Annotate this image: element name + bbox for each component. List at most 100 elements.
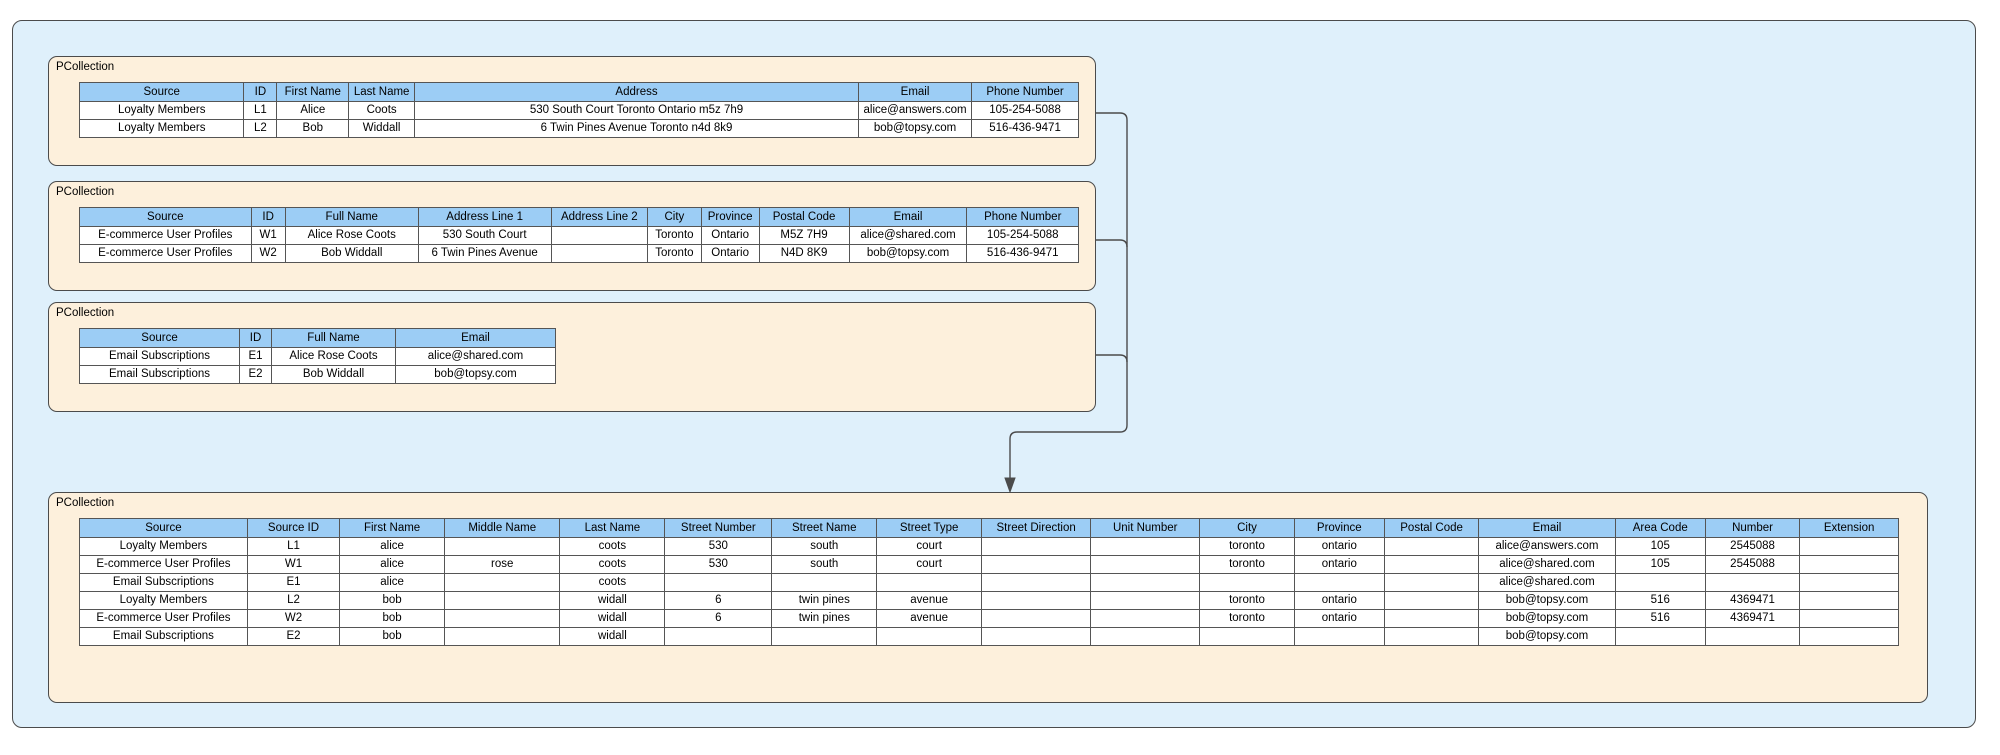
table-cell: alice@shared.com — [1478, 555, 1616, 574]
column-header: Street Type — [876, 518, 983, 538]
table-cell: ontario — [1293, 537, 1385, 556]
column-header: Address — [414, 82, 860, 102]
table-cell: court — [876, 555, 983, 574]
table-cell: 6 — [664, 609, 773, 628]
table-cell: 530 South Court — [417, 226, 552, 245]
table-cell: coots — [559, 537, 666, 556]
table-cell: alice@shared.com — [848, 226, 968, 245]
table-cell: Email Subscriptions — [79, 347, 240, 366]
table-cell — [1799, 591, 1899, 610]
table-cell — [444, 537, 561, 556]
table-cell: widall — [559, 627, 666, 646]
table-cell: E-commerce User Profiles — [79, 244, 252, 263]
table-cell: bob@topsy.com — [395, 365, 556, 384]
column-header: Full Name — [284, 207, 419, 227]
column-header: Email — [1478, 518, 1616, 538]
table-cell: Alice — [276, 101, 350, 120]
table-cell — [1090, 555, 1201, 574]
table-cell: 516 — [1614, 591, 1706, 610]
table-cell — [1199, 573, 1295, 592]
table-cell: L2 — [246, 591, 341, 610]
table-cell: L2 — [243, 119, 278, 138]
table-cell: Widdall — [348, 119, 416, 138]
table-cell: Email Subscriptions — [79, 627, 248, 646]
column-header: Source — [79, 328, 240, 348]
pcollection-label: PCollection — [56, 497, 115, 509]
table-cell: 530 — [664, 537, 773, 556]
table-cell: coots — [559, 555, 666, 574]
column-header: Street Direction — [981, 518, 1092, 538]
column-header: Province — [700, 207, 760, 227]
table-cell — [771, 573, 878, 592]
column-header: Address Line 2 — [550, 207, 649, 227]
table-cell: W2 — [246, 609, 341, 628]
table-cell: N4D 8K9 — [758, 244, 850, 263]
table-cell: ontario — [1293, 555, 1385, 574]
table-cell: 105 — [1614, 555, 1706, 574]
table-cell: coots — [559, 573, 666, 592]
table-cell — [1383, 609, 1480, 628]
table-cell: Bob Widdall — [284, 244, 419, 263]
table-cell — [1799, 537, 1899, 556]
table-cell: E2 — [246, 627, 341, 646]
table-cell: toronto — [1199, 591, 1295, 610]
table-cell: bob@topsy.com — [1478, 591, 1616, 610]
table-cell: alice@shared.com — [1478, 573, 1616, 592]
column-header: First Name — [276, 82, 350, 102]
table-cell: ontario — [1293, 591, 1385, 610]
table-cell — [1293, 627, 1385, 646]
table-cell: Toronto — [647, 244, 702, 263]
column-header: Phone Number — [971, 82, 1079, 102]
table-cell — [1799, 573, 1899, 592]
column-header: Last Name — [348, 82, 416, 102]
table-cell: bob@topsy.com — [1478, 609, 1616, 628]
table-cell — [444, 573, 561, 592]
column-header: Source ID — [246, 518, 341, 538]
table-cell — [444, 609, 561, 628]
table-cell: toronto — [1199, 609, 1295, 628]
table-cell: bob@topsy.com — [848, 244, 968, 263]
table-cell — [1383, 573, 1480, 592]
table-cell: twin pines — [771, 609, 878, 628]
table-cell: 6 — [664, 591, 773, 610]
table-cell — [1090, 573, 1201, 592]
table-cell: L1 — [246, 537, 341, 556]
column-header: Postal Code — [758, 207, 850, 227]
column-header: Source — [78, 82, 245, 102]
table-cell: Loyalty Members — [78, 101, 245, 120]
table-cell: court — [876, 537, 983, 556]
column-header: City — [1199, 518, 1295, 538]
table-cell: E2 — [239, 365, 272, 384]
table-cell: Alice Rose Coots — [271, 347, 396, 366]
table-cell: ontario — [1293, 609, 1385, 628]
table-cell: alice — [339, 537, 446, 556]
column-header: Address Line 1 — [417, 207, 552, 227]
table-cell: E-commerce User Profiles — [79, 226, 252, 245]
table-cell: alice — [339, 555, 446, 574]
